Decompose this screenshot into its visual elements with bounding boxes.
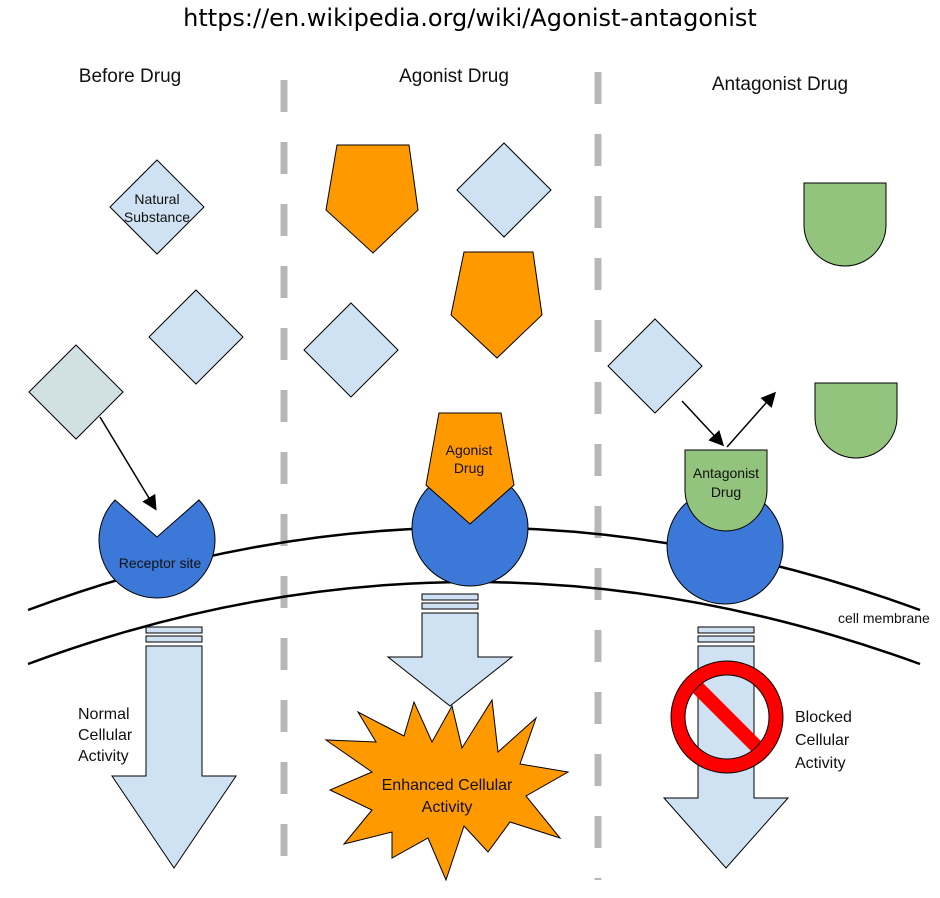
blocked-activity-arrow [662, 645, 790, 869]
activity-arrow-tab [145, 626, 203, 634]
antagonist-drug-label-2: Drug [711, 484, 741, 500]
column-title-antagonist: Antagonist Drug [712, 74, 848, 95]
antagonist-drug-label-1: Antagonist [693, 465, 759, 481]
enhanced-activity-label-2: Activity [422, 799, 473, 816]
activity-arrow-tab [697, 635, 755, 643]
agonist-drug-pentagon [325, 144, 419, 254]
natural-substance-label-1: Natural [134, 191, 179, 207]
natural-substance-diamond [456, 142, 552, 238]
activity-arrow-tab [697, 626, 755, 634]
column-title-agonist: Agonist Drug [399, 66, 509, 87]
activity-arrow-tab [421, 593, 479, 601]
agonist-drug-bound [425, 412, 515, 525]
antagonist-drug-shape [803, 182, 887, 267]
prohibition-icon [670, 660, 784, 774]
natural-substance-diamond [148, 289, 244, 385]
column-title-before: Before Drug [79, 66, 181, 87]
activity-arrow-tab [145, 635, 203, 643]
normal-activity-arrow [111, 645, 237, 869]
agonist-drug-label-2: Drug [454, 460, 484, 476]
normal-activity-label-2: Cellular [78, 727, 133, 744]
natural-substance-diamond [109, 159, 205, 255]
receptor-site-label: Receptor site [119, 555, 202, 571]
agonist-drug-label-1: Agonist [446, 442, 493, 458]
normal-activity-label-1: Normal [78, 706, 130, 723]
repelled-arrow [726, 391, 776, 448]
source-url: https://en.wikipedia.org/wiki/Agonist-an… [183, 4, 757, 32]
enhanced-activity-starburst [324, 698, 570, 882]
blocked-activity-label-2: Cellular [795, 732, 850, 749]
activity-arrow-tab [421, 602, 479, 610]
natural-substance-label-2: Substance [124, 209, 190, 225]
enhanced-activity-label-1: Enhanced Cellular [382, 777, 513, 794]
natural-substance-diamond-bound [28, 344, 124, 440]
cell-membrane-label: cell membrane [838, 610, 930, 626]
enhanced-activity-arrow [386, 612, 514, 707]
approach-arrow [681, 400, 725, 447]
antagonist-drug-shape [814, 382, 898, 459]
natural-substance-diamond-blocked [607, 318, 703, 414]
receptor-site [98, 499, 216, 599]
blocked-activity-label-3: Activity [795, 755, 846, 772]
normal-activity-label-3: Activity [78, 748, 129, 765]
blocked-activity-label-1: Blocked [795, 709, 852, 726]
natural-substance-diamond [303, 302, 399, 398]
binding-arrow [99, 416, 157, 511]
antagonist-drug-bound [684, 449, 768, 532]
agonist-drug-pentagon [450, 251, 543, 359]
